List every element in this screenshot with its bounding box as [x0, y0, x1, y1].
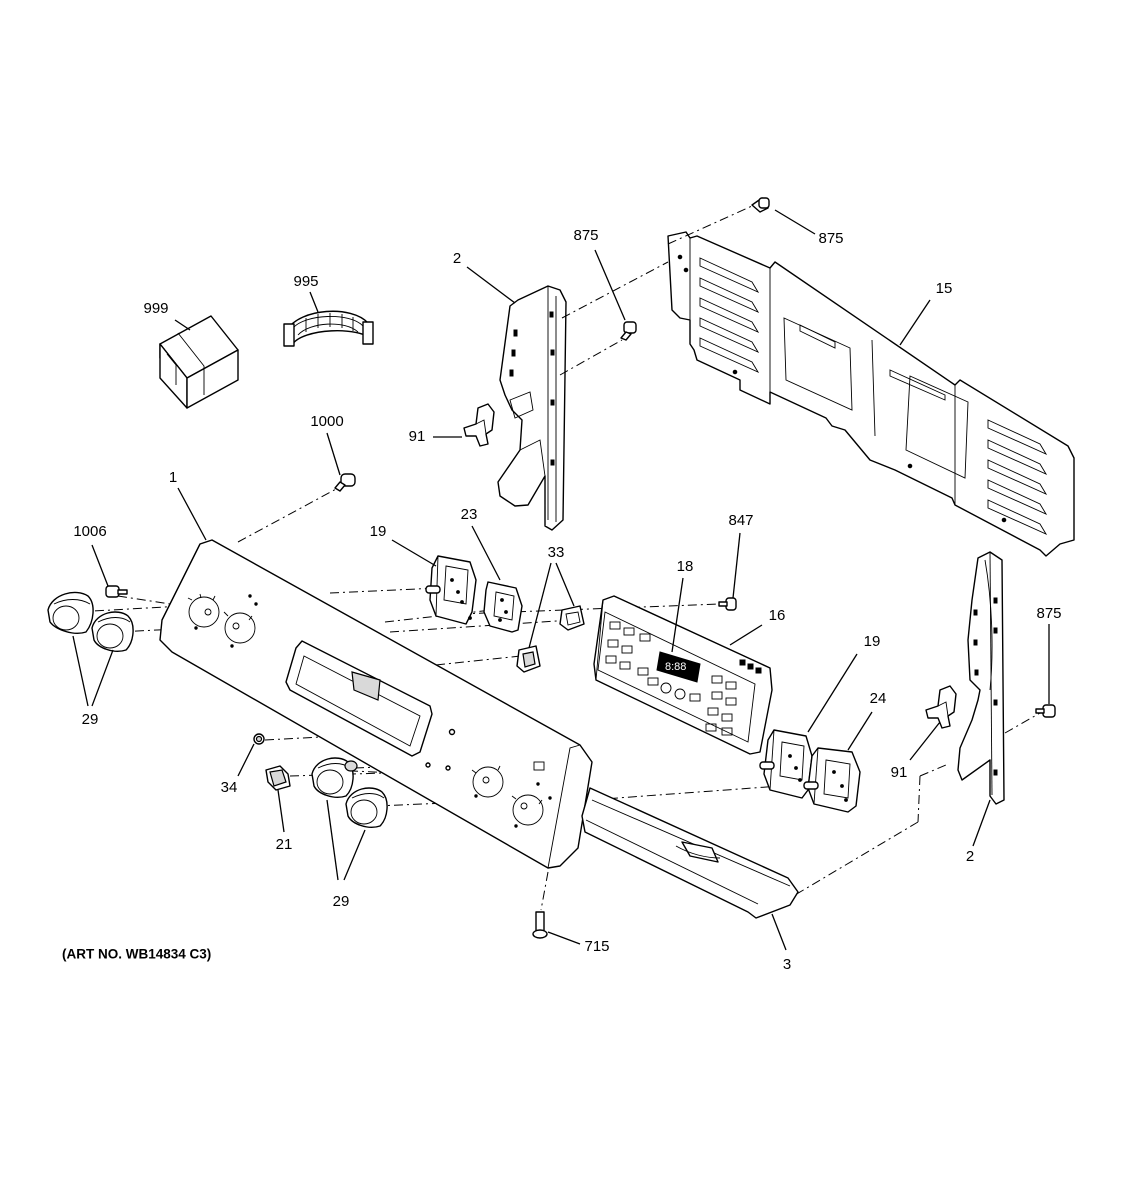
callout-24: 24 — [870, 690, 887, 707]
part-19-switch-right — [759, 729, 813, 799]
callout-847: 847 — [728, 512, 753, 529]
callout-29-bottom: 29 — [333, 893, 350, 910]
callout-15: 15 — [936, 280, 953, 297]
part-875-screw-right — [1035, 704, 1056, 718]
callout-875-right: 875 — [1036, 605, 1061, 622]
part-847-screw — [718, 597, 737, 611]
callout-91-right: 91 — [891, 764, 908, 781]
callout-1: 1 — [169, 469, 177, 486]
part-91-clip-left — [463, 403, 495, 447]
part-34-small-lamp — [344, 760, 358, 772]
part-19-switch-left — [425, 555, 477, 625]
callout-91-left: 91 — [409, 428, 426, 445]
part-23-switch — [483, 581, 523, 633]
callout-2-right: 2 — [966, 848, 974, 865]
callout-2-top: 2 — [453, 250, 461, 267]
callout-3: 3 — [783, 956, 791, 973]
part-1000-screw — [334, 473, 356, 492]
part-29-knob-2 — [91, 611, 134, 652]
part-29-knob-1 — [47, 591, 94, 634]
part-875-screw-mid — [620, 321, 637, 341]
part-995-bracket — [283, 310, 374, 347]
part-3-trim-strip — [581, 787, 799, 919]
part-24-switch — [803, 747, 861, 813]
callout-1006: 1006 — [73, 523, 106, 540]
callout-21: 21 — [276, 836, 293, 853]
callout-labels: 999 995 2 875 875 15 91 1000 1 1006 19 2… — [73, 227, 1061, 973]
leader-lines — [72, 209, 1050, 951]
callout-19-right: 19 — [864, 633, 881, 650]
callout-1000: 1000 — [310, 413, 343, 430]
part-29-knob-4 — [345, 787, 388, 828]
part-16-control-board: 8:88 — [593, 595, 773, 755]
part-21-rocker — [265, 765, 291, 791]
part-15-back-panel — [667, 231, 1075, 557]
callout-715: 715 — [584, 938, 609, 955]
part-2-side-bracket-right — [957, 551, 1005, 805]
callout-16: 16 — [769, 607, 786, 624]
callout-29-left: 29 — [82, 711, 99, 728]
svg-text:8:88: 8:88 — [665, 661, 686, 673]
part-33-lower — [516, 645, 541, 673]
part-999-box — [159, 315, 239, 409]
callout-875-topright: 875 — [818, 230, 843, 247]
callout-23: 23 — [461, 506, 478, 523]
callout-999: 999 — [143, 300, 168, 317]
art-number: (ART NO. WB14834 C3) — [62, 947, 211, 962]
callout-995: 995 — [293, 273, 318, 290]
callout-19-left: 19 — [370, 523, 387, 540]
part-1006-screw — [105, 585, 128, 598]
part-2-side-bracket-left — [497, 285, 567, 531]
part-34-screw — [253, 733, 265, 745]
part-33-upper — [559, 605, 585, 631]
part-875-screw-topright — [751, 197, 770, 213]
part-715-screw — [532, 911, 548, 939]
part-91-clip-right — [925, 685, 957, 729]
part-18-display: 8:88 — [656, 651, 701, 683]
part-1-control-panel — [159, 539, 593, 869]
callout-33: 33 — [548, 544, 565, 561]
callout-875-mid: 875 — [573, 227, 598, 244]
callout-34: 34 — [221, 779, 238, 796]
callout-18: 18 — [677, 558, 694, 575]
